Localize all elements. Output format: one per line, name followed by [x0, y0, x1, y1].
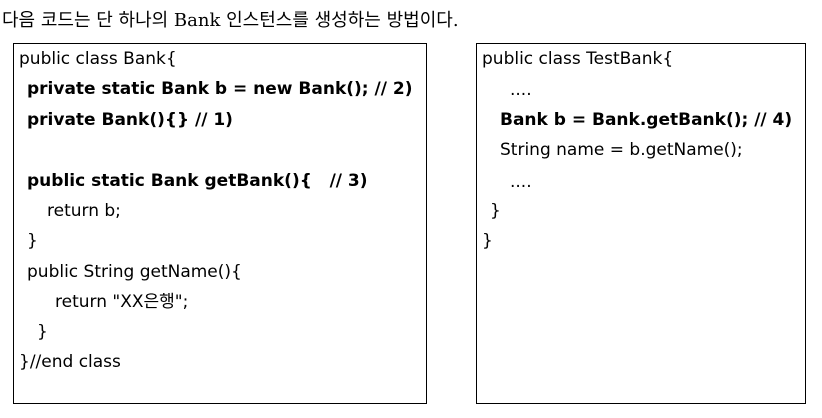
code-line: } [482, 231, 493, 251]
code-line: public class TestBank{ [482, 49, 674, 69]
bank-class-code-box: public class Bank{ private static Bank b… [13, 43, 427, 404]
code-line: .... [510, 80, 532, 100]
code-line: } [37, 322, 48, 342]
code-line: } [27, 231, 38, 251]
code-line: public class Bank{ [19, 49, 177, 69]
code-line: .... [510, 172, 532, 192]
question-heading: 다음 코드는 단 하나의 Bank 인스턴스를 생성하는 방법이다. [2, 10, 459, 31]
code-line: return "XX은행"; [55, 292, 189, 312]
test-bank-class-code-box: public class TestBank{ .... Bank b = Ban… [476, 43, 806, 404]
code-line: Bank b = Bank.getBank(); // 4) [500, 110, 793, 130]
code-line: } [490, 201, 501, 221]
code-line: public String getName(){ [27, 262, 242, 282]
code-line: String name = b.getName(); [500, 140, 743, 160]
code-line: return b; [47, 201, 121, 221]
code-line: private static Bank b = new Bank(); // 2… [27, 79, 413, 99]
code-line: }//end class [19, 352, 121, 372]
code-line: private Bank(){} // 1) [27, 110, 233, 130]
code-line: public static Bank getBank(){ // 3) [27, 171, 368, 191]
